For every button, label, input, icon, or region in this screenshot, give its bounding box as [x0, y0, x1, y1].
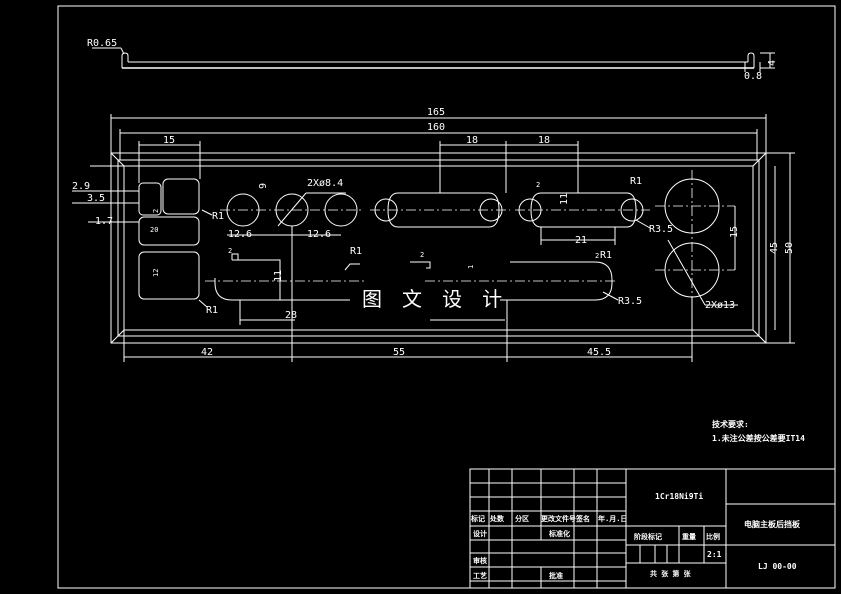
dim-21: 21 — [575, 235, 587, 246]
dim-2-left: 2 — [152, 209, 160, 213]
header-change-doc: 更改文件号 — [541, 514, 576, 523]
dim-2-e: 2 — [595, 252, 599, 260]
dim-2-c: 2 — [228, 247, 232, 255]
dim-11-b: 11 — [273, 270, 284, 282]
header-approve: 批准 — [549, 571, 563, 580]
header-stage-mark: 阶段标记 — [634, 532, 662, 541]
top-radius-label: R0.65 — [87, 38, 117, 49]
r1-mid: R1 — [350, 246, 362, 257]
dim-2-d: 2 — [420, 251, 424, 259]
drawing-border — [57, 5, 836, 589]
dim-3-5: 3.5 — [87, 193, 105, 204]
material-label: 1Cr18Ni9Ti — [655, 491, 703, 501]
header-sheets: 共 张 第 张 — [650, 569, 692, 578]
dim-160: 160 — [427, 122, 445, 133]
dim-45-5: 45.5 — [587, 347, 611, 358]
header-review: 审核 — [473, 556, 487, 565]
dim-55: 55 — [393, 347, 405, 358]
dim-9: 9 — [258, 183, 269, 189]
top-height-label: 4 — [767, 60, 778, 66]
dim-2-9: 2.9 — [72, 181, 90, 192]
top-view: R0.65 4 0.8 — [87, 38, 778, 82]
dim-11-a: 11 — [559, 193, 570, 205]
dim-12-6-b: 12.6 — [307, 229, 331, 240]
dim-2-b: 2 — [536, 181, 540, 189]
dim-50: 50 — [784, 242, 795, 254]
dim-45: 45 — [769, 242, 780, 254]
dim-2x-phi8-4: 2Xø8.4 — [307, 178, 343, 189]
header-standard: 标准化 — [548, 529, 570, 538]
dim-28: 28 — [285, 310, 297, 321]
dim-42: 42 — [201, 347, 213, 358]
r3-5-bottom: R3.5 — [618, 296, 642, 307]
header-weight: 重量 — [682, 532, 696, 541]
dim-12: 12 — [152, 269, 160, 277]
dim-12-6-a: 12.6 — [228, 229, 252, 240]
r1-right-top: R1 — [630, 176, 642, 187]
front-view: 165 160 20 12 2 R1 R1 15 2.9 3.5 1.7 — [72, 107, 795, 362]
notes-item-1: 1.未注公差按公差要IT14 — [712, 433, 805, 443]
dim-1-7: 1.7 — [95, 216, 113, 227]
r1-left-top: R1 — [212, 211, 224, 222]
header-count: 处数 — [489, 514, 505, 523]
dim-18-a: 18 — [466, 135, 478, 146]
header-sign: 签名 — [575, 514, 590, 523]
r1-left-bottom: R1 — [206, 305, 218, 316]
drawing-number: LJ 00-00 — [758, 562, 797, 571]
dim-1: 1 — [467, 265, 475, 269]
dim-20: 20 — [150, 226, 158, 234]
scale-value: 2:1 — [707, 550, 722, 559]
header-process: 工艺 — [473, 571, 487, 580]
watermark-text: 图 文 设 计 — [362, 287, 506, 311]
header-date: 年.月.日 — [598, 514, 627, 523]
dim-165: 165 — [427, 107, 445, 118]
dim-2x-phi13: 2Xø13 — [705, 300, 735, 311]
dim-15-vertical: 15 — [729, 226, 740, 238]
watermark-bg — [355, 283, 495, 313]
top-thickness-label: 0.8 — [744, 71, 762, 82]
notes-title: 技术要求: — [712, 419, 749, 429]
header-ratio: 比例 — [706, 532, 720, 541]
header-mark: 标记 — [470, 514, 485, 523]
dim-15: 15 — [163, 135, 175, 146]
header-design: 设计 — [473, 529, 487, 538]
r3-5-top: R3.5 — [649, 224, 673, 235]
part-name: 电脑主板后挡板 — [744, 519, 801, 529]
dim-18-b: 18 — [538, 135, 550, 146]
r1-right-mid: R1 — [600, 250, 612, 261]
title-block: 1Cr18Ni9Ti 电脑主板后挡板 LJ 00-00 2:1 标记 处数 分区… — [469, 468, 836, 589]
header-zone: 分区 — [515, 514, 529, 523]
